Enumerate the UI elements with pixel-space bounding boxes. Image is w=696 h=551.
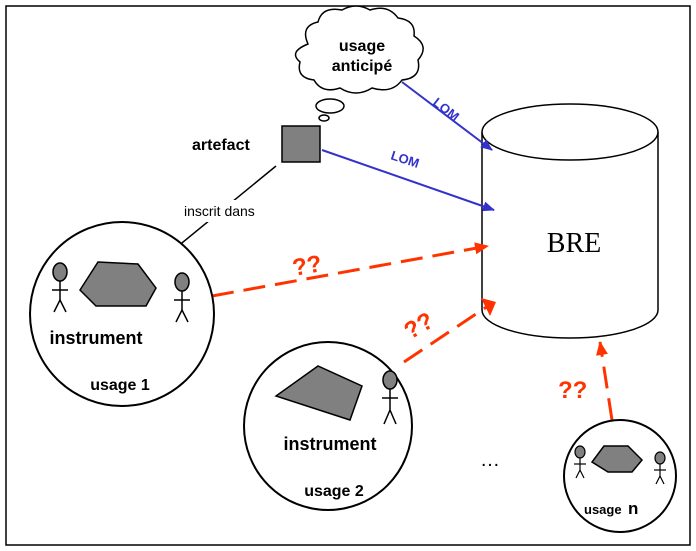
database-label: BRE [547,228,601,259]
unknown-arrow-usage2 [403,304,489,364]
cloud-label-line1: usage [339,38,385,55]
ellipsis-label: … [480,449,500,471]
unknown-label-usage1: ?? [290,250,324,282]
usage-n-person-right [654,451,666,485]
unknown-arrow-usagen [596,341,614,421]
usage-1-group: instrument usage 1 [29,221,215,407]
lom-arrow-cloud [401,81,493,151]
usage-1-circle [29,221,215,407]
inscrit-dans-label-bg [180,200,274,222]
artefact-label: artefact [192,137,250,154]
usage-n-label-suffix: n [628,499,638,518]
artefact-box [281,125,321,163]
lom-label-cloud: LOM [430,95,462,125]
cloud-label-line2: anticipé [332,58,393,75]
usage-2-instrument-shape [274,365,363,421]
usage-n-circle [563,419,677,533]
thought-bubble-large [315,98,345,114]
usage-1-label: usage 1 [90,377,150,394]
usage-2-label: usage 2 [304,483,364,500]
thought-cloud [294,5,424,94]
usage-1-person-right [174,272,190,323]
unknown-arrow-usage1 [211,242,489,298]
unknown-label-usage2: ?? [400,307,439,345]
usage-n-person-left [574,445,586,479]
usage-1-instrument-label: instrument [49,328,142,348]
usage-n-label-prefix: usage [584,502,622,517]
lom-arrow-artefact [321,149,495,212]
unknown-arrowhead-usage2 [481,298,496,316]
usage-2-person [382,370,398,425]
inscrit-dans-label: inscrit dans [184,203,255,219]
usage-1-person-left [52,262,68,313]
database-cylinder [481,103,659,339]
usage-2-instrument-label: instrument [283,434,376,454]
usage-2-group: instrument usage 2 [243,341,413,511]
usage-1-instrument-shape [79,261,157,307]
usage-n-instrument-shape [590,445,644,473]
usage-2-circle [243,341,413,511]
unknown-label-usagen: ?? [558,377,587,404]
thought-bubble-small [318,114,330,122]
lom-label-artefact: LOM [389,148,421,171]
diagram-frame [5,5,691,546]
usage-n-group: usage n [563,419,677,533]
